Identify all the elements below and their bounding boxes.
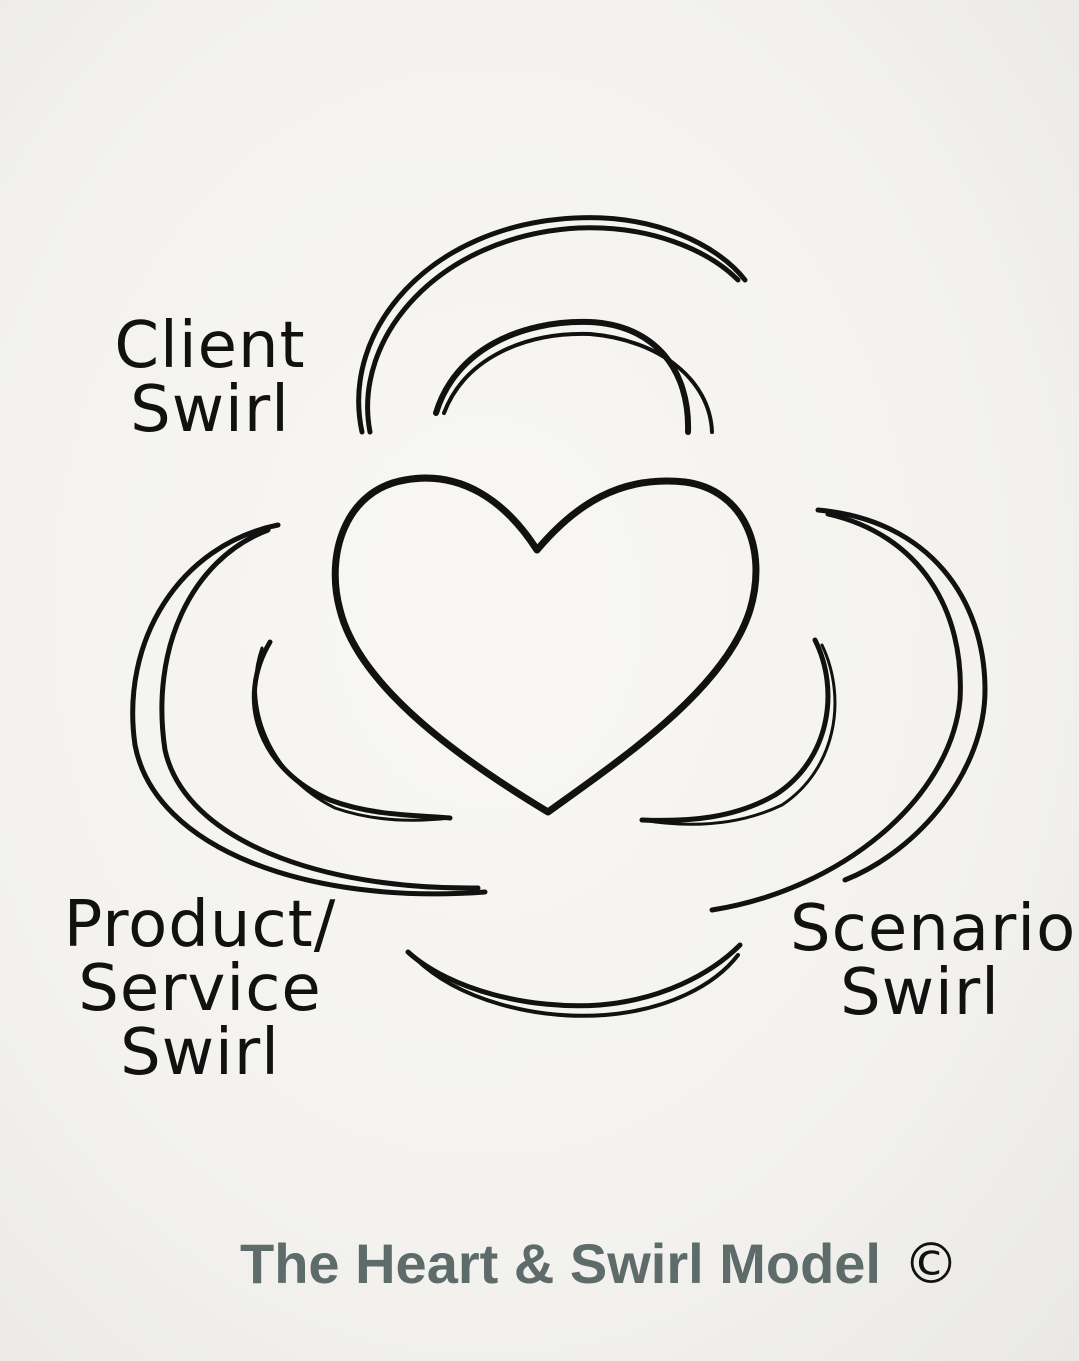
bottom-swirl-arc-b	[413, 953, 740, 1018]
scenario-swirl-inner-arc-b	[640, 643, 837, 826]
product-swirl-outer-arc-b	[159, 527, 481, 891]
copyright-icon: ©	[903, 1232, 959, 1297]
product-swirl-inner-arc-b	[253, 646, 452, 822]
heart-icon	[331, 474, 760, 816]
client-swirl	[356, 215, 748, 435]
scenario-swirl-outer-arc-a	[815, 507, 988, 883]
bottom-swirl	[405, 942, 743, 1018]
client-swirl-inner-arc-b	[442, 331, 714, 434]
product-swirl-outer-arc-a	[130, 522, 488, 897]
footer-title: The Heart & Swirl Model ©	[240, 1232, 1040, 1297]
scenario-swirl-label: Scenario Swirl	[790, 892, 1077, 1030]
client-swirl-label: Client Swirl	[100, 314, 320, 442]
bottom-swirl-arc-a	[405, 942, 743, 1009]
product-service-swirl-label: Product/ Service Swirl	[55, 893, 345, 1085]
scenario-swirl	[639, 507, 988, 913]
client-swirl-inner-arc-a	[433, 318, 692, 435]
client-swirl-outer-arc-a	[356, 215, 748, 435]
client-swirl-outer-arc-b	[365, 225, 741, 435]
product-swirl-label-line-3: Swirl	[120, 1016, 280, 1090]
client-swirl-label-line-1: Client	[114, 309, 306, 383]
client-swirl-label-line-2: Swirl	[130, 373, 290, 447]
scenario-swirl-label-line-2: Swirl	[840, 956, 1000, 1030]
scenario-swirl-outer-arc-b	[709, 511, 963, 913]
scenario-swirl-label-line-1: Scenario	[790, 892, 1077, 966]
product-service-swirl	[130, 522, 488, 897]
scenario-swirl-inner-arc-a	[639, 637, 831, 823]
product-swirl-inner-arc-a	[251, 639, 453, 821]
model-title: The Heart & Swirl Model	[240, 1232, 881, 1295]
product-swirl-label-line-2: Service	[78, 952, 322, 1026]
product-swirl-label-line-1: Product/	[63, 888, 337, 962]
